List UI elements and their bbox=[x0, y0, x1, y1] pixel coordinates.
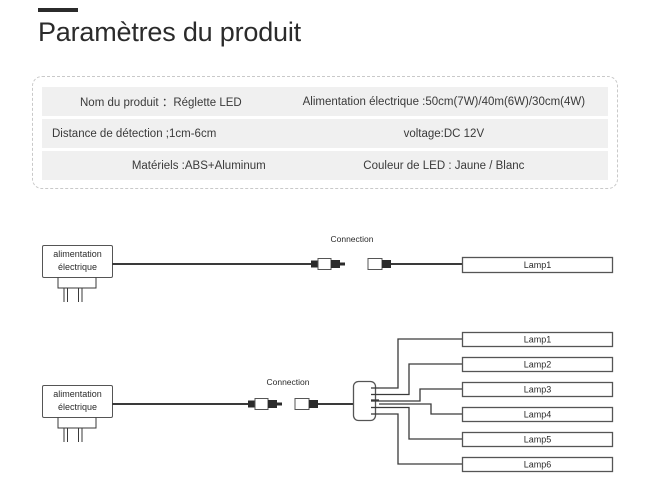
psu-label-line1: alimentation bbox=[53, 389, 102, 399]
diagram-single-lamp: alimentation électrique Connection Lamp1 bbox=[42, 234, 614, 302]
psu-label-line1: alimentation bbox=[53, 249, 102, 259]
splitter-branch-cables bbox=[379, 338, 462, 465]
spec-cell-materials: Matériels :ABS+Aluminum bbox=[42, 151, 280, 180]
lamp-label-3: Lamp3 bbox=[524, 385, 552, 395]
lamp-bar-3 bbox=[461, 381, 614, 398]
lamp-bar-4 bbox=[461, 406, 614, 423]
plug-base-icon bbox=[57, 277, 97, 289]
lamp-bar-5 bbox=[461, 431, 614, 448]
lamp-bar-2 bbox=[461, 356, 614, 373]
table-row: Nom du produit ：Réglette LED Alimentatio… bbox=[42, 87, 608, 116]
lamp-label-4: Lamp4 bbox=[524, 410, 552, 420]
spec-cell-led-color: Couleur de LED : Jaune / Blanc bbox=[279, 151, 608, 180]
branch-cable-1 bbox=[379, 338, 462, 389]
spec-cell-voltage: voltage:DC 12V bbox=[279, 119, 608, 148]
plug-prongs-outer-icon bbox=[63, 428, 83, 442]
lamp-label-1: Lamp1 bbox=[524, 335, 552, 345]
power-adapter-body bbox=[42, 245, 113, 278]
lamp-bar-6 bbox=[461, 456, 614, 473]
lamp-bar-group: Lamp1 Lamp2 Lamp3 Lamp4 Lamp5 Lamp6 bbox=[461, 331, 614, 473]
lamp-label-6: Lamp6 bbox=[524, 460, 552, 470]
dc-plug-connector-icon bbox=[248, 398, 282, 410]
branch-cable-5 bbox=[379, 406, 462, 440]
plug-base-icon bbox=[57, 417, 97, 429]
splitter-ports-icon bbox=[371, 387, 379, 415]
product-spec-panel: Nom du produit ：Réglette LED Alimentatio… bbox=[32, 76, 618, 189]
branch-cable-4 bbox=[379, 403, 462, 415]
table-row: Distance de détection ;1cm-6cm voltage:D… bbox=[42, 119, 608, 148]
lamp-label-5: Lamp5 bbox=[524, 435, 552, 445]
plug-prongs-icon bbox=[67, 428, 79, 442]
connection-label: Connection bbox=[330, 234, 373, 244]
title-accent-bar bbox=[38, 8, 78, 12]
spec-cell-detection-distance: Distance de détection ;1cm-6cm bbox=[42, 119, 280, 148]
branch-cable-6 bbox=[379, 413, 462, 465]
spec-cell-power-supply: Alimentation électrique :50cm(7W)/40m(6W… bbox=[279, 87, 608, 116]
page-title: Paramètres du produit bbox=[38, 17, 301, 47]
connection-label: Connection bbox=[266, 377, 309, 387]
page-header: Paramètres du produit bbox=[38, 8, 301, 46]
spec-table: Nom du produit ：Réglette LED Alimentatio… bbox=[42, 84, 608, 183]
lamp-label-1: Lamp1 bbox=[524, 260, 552, 270]
plug-prongs-outer-icon bbox=[63, 288, 83, 302]
psu-label-line2: électrique bbox=[58, 262, 97, 272]
plug-prongs-icon bbox=[67, 288, 79, 302]
dc-jack-connector-icon bbox=[367, 258, 391, 270]
psu-label-line2: électrique bbox=[58, 402, 97, 412]
splitter-hub bbox=[352, 380, 377, 422]
lamp-label-2: Lamp2 bbox=[524, 360, 552, 370]
diagram-multi-lamp: alimentation électrique Connection bbox=[42, 331, 614, 473]
spec-cell-product-name: Nom du produit ：Réglette LED bbox=[42, 87, 280, 116]
power-adapter-body bbox=[42, 385, 113, 418]
table-row: Matériels :ABS+Aluminum Couleur de LED :… bbox=[42, 151, 608, 180]
branch-cable-2 bbox=[379, 363, 462, 396]
dc-jack-connector-icon bbox=[294, 398, 318, 410]
lamp-bar-1 bbox=[461, 256, 614, 274]
branch-cable-3 bbox=[379, 388, 462, 402]
lamp-bar-1 bbox=[461, 331, 614, 348]
dc-plug-connector-icon bbox=[311, 258, 345, 270]
